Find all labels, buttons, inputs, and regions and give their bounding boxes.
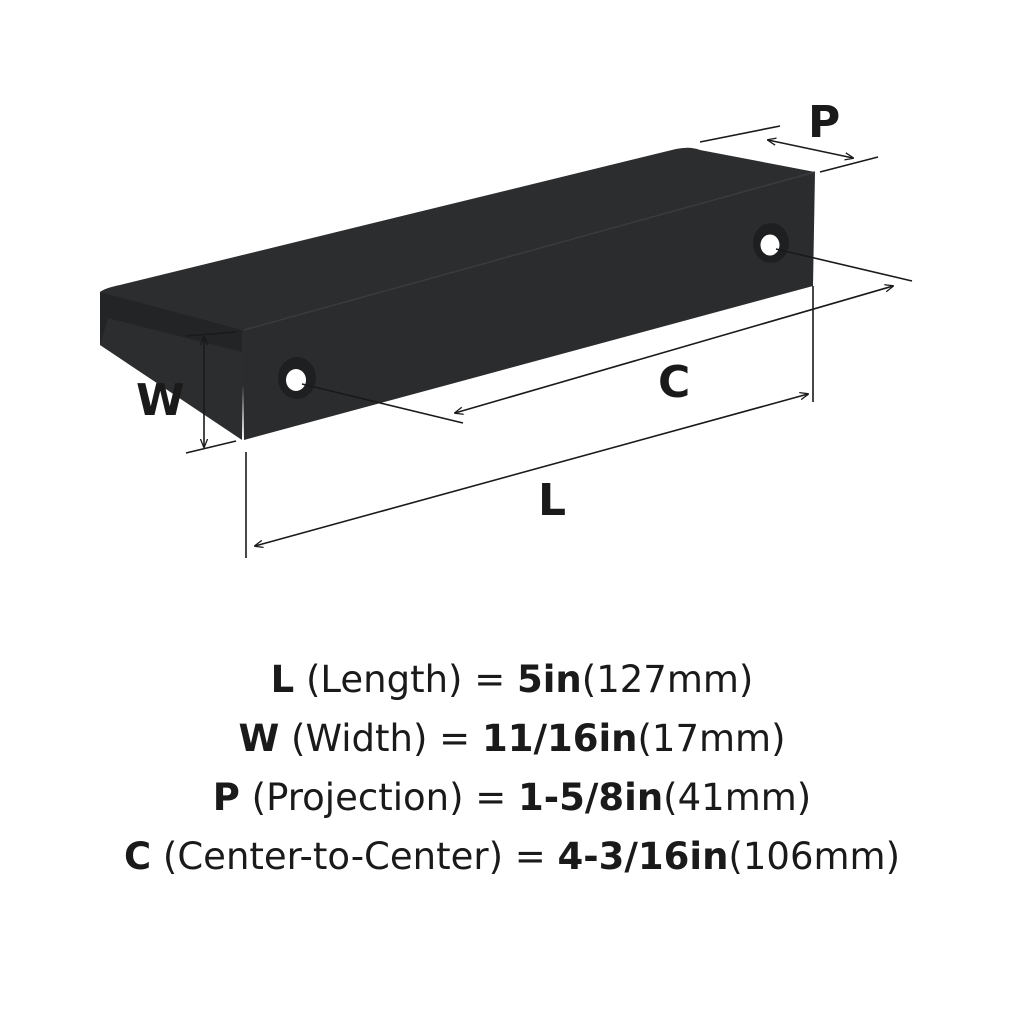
pull-dimension-diagram: W L C P [100, 97, 913, 558]
width-extension-bottom [185, 440, 237, 454]
spec-name: (Projection) = [251, 776, 507, 819]
dimension-lines [185, 125, 913, 558]
spec-imperial: 5in [517, 658, 582, 701]
spec-letter: L [270, 658, 295, 701]
center-label: C [658, 357, 690, 408]
mounting-hole-right [753, 223, 789, 263]
width-extension-top [185, 331, 237, 337]
spec-length: L (Length) = 5in(127mm) [0, 650, 1024, 709]
spec-name: (Center-to-Center) = [162, 835, 546, 878]
spec-metric: (41mm) [663, 776, 812, 819]
center-dimension-line [455, 286, 893, 413]
projection-label: P [808, 97, 840, 148]
spec-imperial: 11/16in [481, 717, 638, 760]
spec-width: W (Width) = 11/16in(17mm) [0, 709, 1024, 768]
projection-dimension-line [768, 140, 853, 158]
edge-pull-product [100, 147, 816, 440]
width-label: W [136, 375, 185, 426]
spec-letter: C [123, 835, 152, 878]
spec-projection: P (Projection) = 1-5/8in(41mm) [0, 768, 1024, 827]
projection-extension-back [699, 125, 781, 143]
spec-letter: W [238, 717, 280, 760]
length-dimension-line [255, 394, 808, 546]
mounting-hole-left [278, 357, 316, 399]
spec-metric: (127mm) [581, 658, 754, 701]
center-extension-right [775, 248, 913, 282]
spec-imperial: 4-3/16in [557, 835, 729, 878]
spec-metric: (106mm) [728, 835, 900, 878]
spec-center-to-center: C (Center-to-Center) = 4-3/16in(106mm) [0, 827, 1024, 886]
spec-letter: P [212, 776, 240, 819]
specifications-list: L (Length) = 5in(127mm) W (Width) = 11/1… [0, 650, 1024, 886]
spec-imperial: 1-5/8in [518, 776, 664, 819]
spec-name: (Length) = [305, 658, 506, 701]
length-label: L [538, 475, 566, 526]
center-extension-left [301, 383, 464, 424]
spec-metric: (17mm) [637, 717, 786, 760]
projection-extension-front [819, 156, 879, 173]
spec-name: (Width) = [291, 717, 471, 760]
